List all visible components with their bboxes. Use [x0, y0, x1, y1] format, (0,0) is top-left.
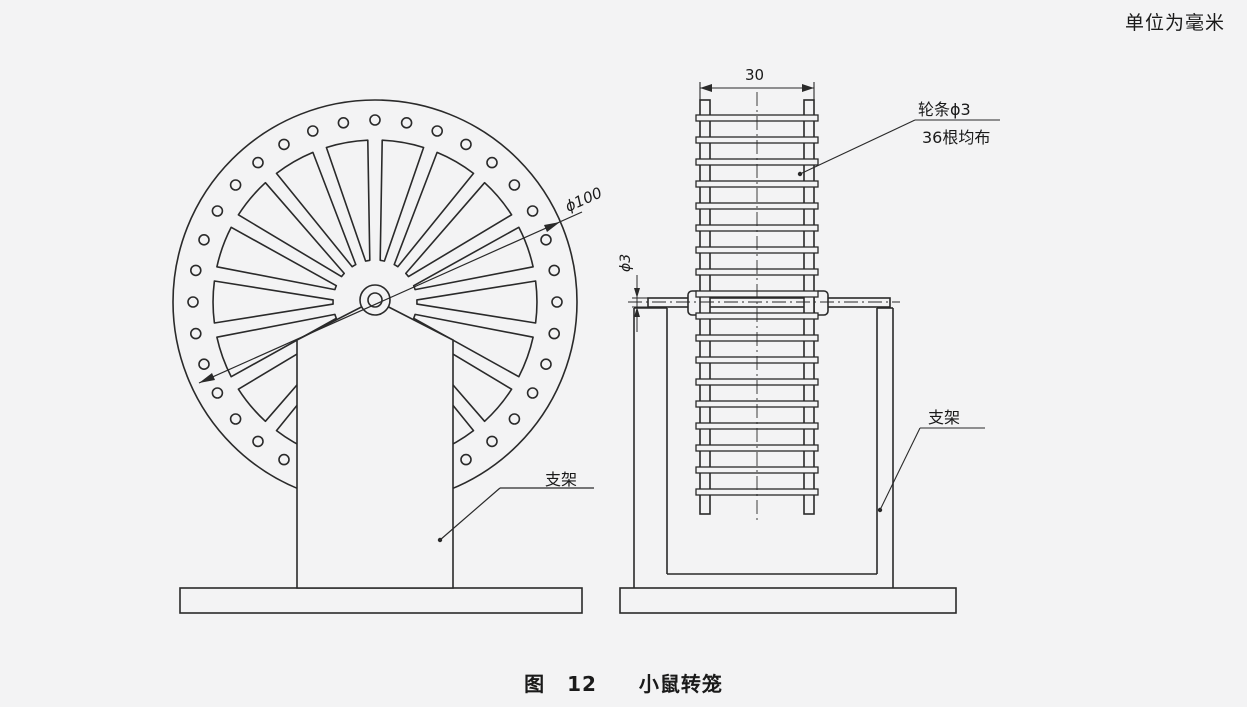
width-arrow-left — [700, 84, 712, 92]
side-view — [619, 82, 1000, 614]
rim-hole — [278, 453, 290, 466]
rim-hole — [486, 435, 498, 448]
spoke-slot — [412, 313, 534, 378]
spoke-slot — [275, 151, 357, 268]
rim-hole — [278, 138, 290, 151]
rim-hole — [211, 387, 224, 399]
spoke-leader-dot — [797, 171, 803, 177]
rim-hole — [369, 114, 381, 126]
front-base-plate — [179, 587, 583, 614]
side-support-leader-dot — [877, 507, 883, 513]
axle — [647, 297, 891, 308]
rim-hole — [252, 156, 264, 169]
front-support-leader — [439, 487, 501, 541]
width-arrow-right — [802, 84, 814, 92]
front-support-stand — [296, 299, 454, 589]
rim-hole — [306, 125, 319, 137]
side-wheel-rim-left — [699, 99, 711, 515]
figure-caption: 图 12 小鼠转笼 — [0, 668, 1247, 697]
axle-label: ϕ3 — [618, 254, 634, 272]
spoke-slot — [405, 181, 513, 278]
rim-hole — [548, 327, 561, 340]
rim-hole — [460, 138, 472, 151]
spoke-slot — [237, 181, 345, 278]
unit-note: 单位为毫米 — [1124, 12, 1225, 34]
rim-hole — [486, 156, 498, 169]
spoke-label-line1: 轮条ϕ3 — [918, 100, 971, 119]
rim-hole — [551, 296, 563, 308]
rim-hole — [431, 125, 444, 137]
spoke-slot — [216, 226, 338, 291]
rim-hole — [229, 179, 242, 191]
front-view — [172, 99, 594, 614]
diameter-arrow-start — [199, 373, 215, 383]
side-base-plate — [619, 587, 957, 614]
width-label: 30 — [745, 66, 764, 84]
diameter-dimension-line — [198, 211, 583, 384]
rim-hole — [198, 234, 210, 246]
rim-hole — [190, 264, 202, 277]
rim-hole — [548, 264, 561, 277]
side-support-label: 支架 — [928, 408, 961, 427]
caption-fig-label: 图 — [524, 672, 546, 696]
diameter-arrow-end — [544, 222, 560, 232]
spoke-slot — [393, 151, 475, 268]
spoke-slot — [216, 313, 338, 378]
hub-inner — [367, 292, 383, 308]
rim-hole — [337, 117, 350, 129]
side-wheel-rim-right — [803, 99, 815, 515]
rim-hole — [508, 413, 521, 425]
spoke-slot — [212, 280, 334, 324]
spoke-leader — [799, 119, 916, 175]
caption-fig-number: 12 — [567, 672, 597, 696]
spoke-slot — [416, 280, 538, 324]
spoke-slot — [325, 139, 371, 262]
rim-hole — [211, 205, 224, 217]
rim-hole — [508, 179, 521, 191]
axle-dim-arrow-top — [634, 288, 640, 298]
spoke-label-line2: 36根均布 — [922, 128, 991, 147]
rim-hole — [540, 234, 552, 246]
rim-hole — [540, 358, 552, 371]
front-support-leader-dot — [437, 537, 443, 543]
front-support-label: 支架 — [545, 470, 578, 489]
rim-hole — [252, 435, 264, 448]
caption-title: 小鼠转笼 — [638, 672, 723, 696]
rim-hole — [460, 453, 472, 466]
rim-hole — [400, 117, 413, 129]
axle-dim-arrow-bottom — [634, 307, 640, 317]
rim-hole — [526, 205, 539, 217]
rim-hole — [229, 413, 242, 425]
spoke-slot — [379, 139, 425, 262]
diameter-label: ϕ100 — [562, 184, 605, 216]
rim-hole — [198, 358, 210, 371]
wheel-perimeter-holes — [187, 114, 563, 490]
rim-hole — [187, 296, 199, 308]
side-support-leader — [879, 427, 921, 511]
rim-hole — [526, 387, 539, 399]
rim-hole — [190, 327, 202, 340]
